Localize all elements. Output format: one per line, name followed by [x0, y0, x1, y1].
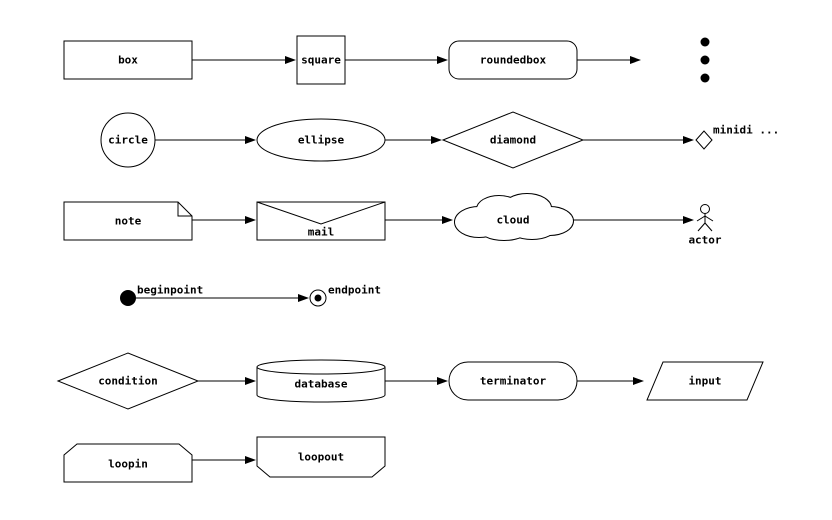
box-label: box: [118, 54, 138, 67]
terminator-label: terminator: [480, 375, 547, 388]
input-label: input: [688, 375, 721, 388]
arrowhead-icon: [285, 56, 296, 64]
arrowhead-icon: [437, 377, 448, 385]
edge-cloud-actor: [573, 216, 694, 224]
arrowhead-icon: [245, 377, 256, 385]
node-beginpoint: beginpoint: [120, 284, 203, 306]
beginpoint-shape: [120, 290, 136, 306]
edge-database-terminator: [385, 377, 448, 385]
loopin-label: loopin: [108, 458, 148, 471]
loopout-shape: [256, 436, 386, 478]
node-minidiamond: minidi ...: [695, 124, 779, 150]
actor-figure-icon: [696, 204, 714, 232]
mail-flap: [256, 201, 386, 225]
database-body-shape: [256, 367, 386, 403]
edge-mail-cloud: [385, 216, 453, 224]
arrowhead-icon: [442, 216, 453, 224]
diamond-label: diamond: [490, 134, 536, 147]
arrowhead-icon: [245, 136, 256, 144]
node-mail: mail: [256, 201, 386, 241]
edge-note-mail: [192, 216, 256, 224]
node-loopout: loopout: [256, 436, 386, 478]
edge-box-square: [192, 56, 296, 64]
beginpoint-label: beginpoint: [137, 284, 203, 297]
node-loopin: loopin: [63, 443, 193, 483]
database-top-shape: [256, 359, 386, 375]
arrowhead-icon: [630, 56, 641, 64]
arrowhead-icon: [298, 294, 309, 302]
edge-loopin-loopout: [192, 456, 256, 464]
node-actor: actor: [688, 204, 722, 247]
edge-terminator-input: [577, 377, 644, 385]
node-diamond: diamond: [441, 111, 585, 169]
edge-condition-database: [198, 377, 256, 385]
edge-diamond-minidiamond: [583, 136, 694, 144]
edge-circle-ellipse: [155, 136, 256, 144]
condition-label: condition: [98, 375, 158, 388]
edge-beginpoint-endpoint: [136, 294, 309, 302]
minidiamond-label: minidi ...: [713, 124, 779, 137]
dots-shape: [700, 73, 710, 83]
node-ellipse: ellipse: [256, 118, 386, 162]
ellipse-label: ellipse: [298, 134, 345, 147]
edge-roundedbox-dots: [577, 56, 641, 64]
circle-label: circle: [108, 134, 148, 147]
node-box: box: [63, 40, 193, 80]
arrowhead-icon: [245, 216, 256, 224]
node-roundedbox: roundedbox: [448, 40, 578, 80]
actor-label: actor: [688, 234, 721, 247]
mail-label: mail: [308, 226, 335, 239]
node-note: note: [63, 201, 193, 241]
dots-shape: [700, 37, 710, 47]
cloud-label: cloud: [496, 214, 529, 227]
note-fold: [177, 202, 192, 217]
input-shape: [646, 361, 764, 401]
loopin-shape: [63, 443, 193, 483]
edge-ellipse-diamond: [385, 136, 442, 144]
edge-square-roundedbox: [345, 56, 448, 64]
node-endpoint: endpoint: [309, 284, 381, 307]
square-shape: [296, 35, 346, 85]
endpoint-inner-shape: [314, 294, 322, 302]
dots-shape: [700, 55, 710, 65]
node-input: input: [646, 361, 764, 401]
arrowhead-icon: [683, 136, 694, 144]
mail-shape: [256, 201, 386, 241]
note-label: note: [115, 215, 142, 228]
box-shape: [63, 40, 193, 80]
cloud-shape: [454, 193, 574, 241]
node-condition: condition: [56, 352, 200, 410]
node-terminator: terminator: [448, 361, 578, 401]
arrowhead-icon: [437, 56, 448, 64]
square-label: square: [301, 54, 341, 67]
loopout-label: loopout: [298, 451, 344, 464]
node-circle: circle: [100, 112, 156, 168]
database-label: database: [295, 378, 348, 391]
node-square: square: [296, 35, 346, 85]
arrowhead-icon: [245, 456, 256, 464]
roundedbox-label: roundedbox: [480, 54, 547, 67]
node-dots: [700, 37, 710, 83]
node-database: database: [256, 359, 386, 403]
note-shape: [63, 201, 193, 241]
node-cloud: cloud: [454, 193, 574, 241]
minidiamond-shape: [695, 130, 713, 150]
endpoint-label: endpoint: [328, 284, 381, 297]
arrowhead-icon: [683, 216, 694, 224]
arrowhead-icon: [431, 136, 442, 144]
arrowhead-icon: [633, 377, 644, 385]
